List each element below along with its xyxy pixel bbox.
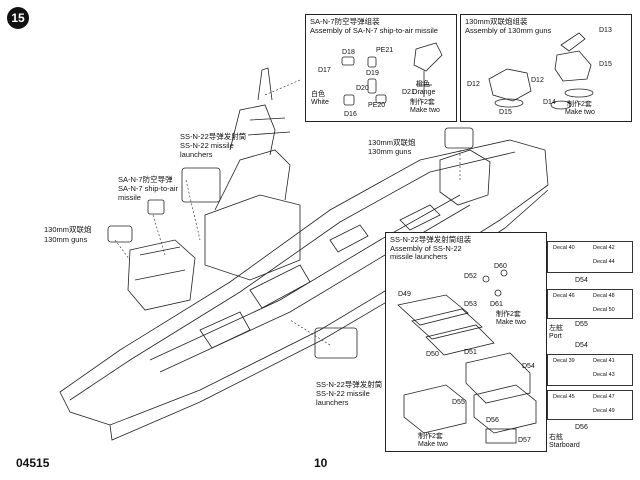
sa-n7-part-d20: D20 [356, 85, 369, 92]
callout-san7-en2: missile [118, 193, 141, 202]
ss-n22-part-d50: D50 [426, 351, 439, 358]
page-number: 10 [314, 456, 328, 470]
callout-ssn22-top-en2: launchers [180, 150, 213, 159]
callout-gun-right-cn: 130mm双联炮 [368, 138, 416, 147]
ss-n22-part-d55: D55 [452, 399, 465, 406]
ss-n22-part-d57: D57 [518, 437, 531, 444]
callout-ssn22-bottom-en1: SS-N-22 missile [316, 389, 370, 398]
decal-port-46: Decal 46 [553, 293, 575, 299]
decal-port-50: Decal 50 [593, 307, 615, 313]
decal-starboard-launcher-upper [547, 354, 633, 386]
ss-n22-part-d53: D53 [464, 301, 477, 308]
callout-san7-cn: SA-N-7防空导弹 [118, 175, 173, 184]
callout-ssn22-top-en1: SS-N-22 missile [180, 141, 234, 150]
gun-130mm-part-d13: D13 [599, 27, 612, 34]
callout-gun-left-en: 130mm guns [44, 235, 88, 244]
ss-n22-title-en2: missile launchers [390, 252, 448, 261]
decal-port-bottom-part: D55 [575, 321, 588, 328]
decal-starboard-top-part: D54 [575, 342, 588, 349]
ss-n22-part-d54: D54 [522, 363, 535, 370]
ss-n22-make2-cn: 制作2套 [418, 433, 443, 440]
decal-starboard-41: Decal 41 [593, 358, 615, 364]
callout-gun-left-cn: 130mm双联炮 [44, 225, 92, 234]
sa-n7-white-en: White [311, 99, 329, 106]
ss-n22-part-d60: D60 [494, 263, 507, 270]
sa-n7-parts-drawing [341, 42, 443, 106]
gun-130mm-part-d15a: D15 [599, 61, 612, 68]
decal-starboard-launcher-lower [547, 390, 633, 420]
decal-port-top-part: D54 [575, 277, 588, 284]
step-number-badge: 15 [7, 7, 29, 29]
decal-port-44: Decal 44 [593, 259, 615, 265]
gun-130mm-make-en: Make two [565, 109, 595, 116]
sa-n7-title-cn: SA-N-7防空导弹组装 [310, 17, 380, 26]
ss-n22-part-d61: D61 [490, 301, 503, 308]
decal-port-side-en: Port [549, 333, 562, 340]
sa-n7-part-d19: D19 [366, 70, 379, 77]
ss-n22-parts-drawing [397, 269, 537, 444]
sa-n7-part-pe21: PE21 [376, 47, 394, 54]
sa-n7-make-en: Make two [410, 107, 440, 114]
gun-130mm-parts-drawing [488, 32, 594, 110]
sa-n7-part-d21: D21 [402, 89, 415, 96]
gun-130mm-title-en: Assembly of 130mm guns [465, 26, 552, 35]
gun-130mm-assembly-box: 130mm双联炮组装 Assembly of 130mm guns D13 D1… [460, 14, 632, 122]
gun-130mm-part-d15b: D15 [499, 109, 512, 116]
sa-n7-part-d17: D17 [318, 67, 331, 74]
decal-starboard-bottom-part: D56 [575, 424, 588, 431]
decal-port-launcher-lower [547, 289, 633, 319]
decal-port-side-cn: 左舷 [549, 325, 563, 332]
decal-starboard-43: Decal 43 [593, 372, 615, 378]
gun-130mm-part-d12a: D12 [467, 81, 480, 88]
callout-ssn22-bottom-cn: SS-N-22导弹发射筒 [316, 380, 383, 389]
sa-n7-part-d18: D18 [342, 49, 355, 56]
ss-n22-make2-en: Make two [418, 441, 448, 448]
decal-port-42: Decal 42 [593, 245, 615, 251]
callout-san7-en1: SA-N-7 ship-to-air [118, 184, 179, 193]
callout-ssn22-top-cn: SS-N-22导弹发射筒 [180, 132, 247, 141]
decal-starboard-side-en: Starboard [549, 442, 580, 449]
decal-starboard-side-cn: 右舷 [549, 434, 563, 441]
sa-n7-white-cn: 白色 [311, 91, 325, 98]
decal-port-40: Decal 40 [553, 245, 575, 251]
sa-n7-assembly-box: SA-N-7防空导弹组装 Assembly of SA-N-7 ship-to-… [305, 14, 457, 122]
gun-130mm-title-cn: 130mm双联炮组装 [465, 17, 528, 26]
gun-130mm-part-d14: D14 [543, 99, 556, 106]
sa-n7-make-cn: 制作2套 [410, 99, 435, 106]
callout-ssn22-bottom-en2: launchers [316, 398, 349, 407]
decal-starboard-49: Decal 49 [593, 408, 615, 414]
sa-n7-part-pe20: PE20 [368, 102, 386, 109]
decal-starboard-45: Decal 45 [553, 394, 575, 400]
ss-n22-part-d49: D49 [398, 291, 411, 298]
decal-starboard-47: Decal 47 [593, 394, 615, 400]
sa-n7-orange-cn: 橙色 [416, 81, 430, 88]
ss-n22-assembly-box: SS-N-22导弹发射筒组装 Assembly of SS-N-22 missi… [385, 232, 547, 452]
callout-gun-right-en: 130mm guns [368, 147, 412, 156]
ss-n22-title-cn: SS-N-22导弹发射筒组装 [390, 235, 472, 244]
gun-130mm-part-d12b: D12 [531, 77, 544, 84]
product-code: 04515 [16, 456, 50, 470]
sa-n7-part-d16: D16 [344, 111, 357, 118]
decal-port-panel: D54 Decal 40 Decal 42 Decal 44 Decal 46 … [545, 237, 635, 340]
ss-n22-make1-cn: 制作2套 [496, 311, 521, 318]
ss-n22-make1-en: Make two [496, 319, 526, 326]
gun-130mm-make-cn: 制作2套 [567, 101, 592, 108]
decal-port-48: Decal 48 [593, 293, 615, 299]
decal-starboard-39: Decal 39 [553, 358, 575, 364]
ss-n22-part-d51: D51 [464, 349, 477, 356]
sa-n7-title-en: Assembly of SA-N-7 ship-to-air missile [310, 26, 438, 35]
ss-n22-title-en1: Assembly of SS-N-22 [390, 244, 462, 253]
ss-n22-part-d52: D52 [464, 273, 477, 280]
ss-n22-part-d56: D56 [486, 417, 499, 424]
decal-port-launcher-upper [547, 241, 633, 273]
decal-starboard-panel: D54 Decal 39 Decal 41 Decal 43 Decal 45 … [545, 340, 635, 452]
sa-n7-orange-en: Orange [412, 89, 436, 96]
